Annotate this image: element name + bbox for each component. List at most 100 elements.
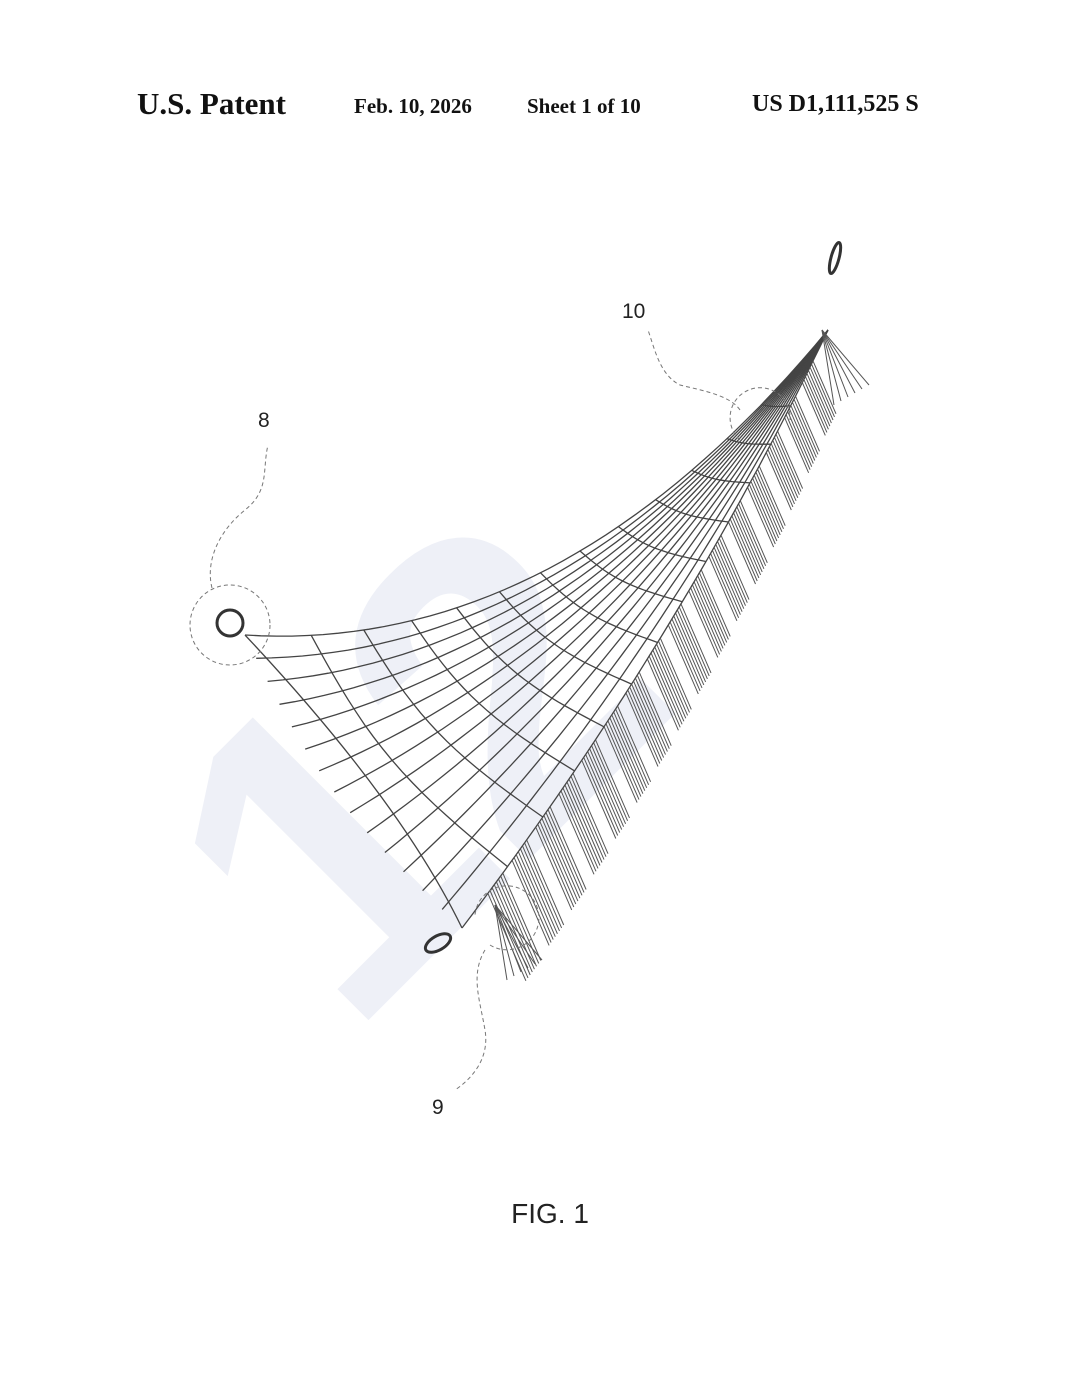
fringe-strand bbox=[678, 606, 710, 677]
net-strand bbox=[498, 591, 632, 685]
fringe-strand bbox=[498, 878, 537, 967]
hammock-fringe bbox=[487, 329, 870, 981]
fringe-strand bbox=[547, 809, 585, 893]
fringe-strand bbox=[549, 806, 587, 890]
fringe-strand bbox=[646, 658, 679, 731]
figure-caption: FIG. 1 bbox=[511, 1198, 589, 1229]
fringe-strand bbox=[738, 503, 767, 566]
net-strand bbox=[461, 329, 829, 929]
net-edge bbox=[244, 634, 463, 929]
fringe-strand bbox=[795, 395, 820, 452]
fringe-strand bbox=[755, 471, 783, 532]
fringe-strand bbox=[731, 515, 760, 579]
tassel-strand bbox=[494, 904, 529, 969]
fringe-strand bbox=[535, 826, 573, 911]
fringe-strand bbox=[648, 655, 681, 728]
fringe-strand bbox=[811, 363, 835, 418]
fringe-strand bbox=[513, 857, 552, 943]
fringe-strand bbox=[758, 465, 786, 526]
tassel-strand bbox=[494, 904, 508, 981]
fringe-strand bbox=[788, 408, 814, 464]
fringe-strand bbox=[659, 637, 692, 710]
fringe-strand bbox=[765, 452, 792, 511]
fringe-strand bbox=[545, 812, 583, 896]
fringe-strand bbox=[736, 506, 765, 569]
fringe-strand bbox=[654, 646, 687, 719]
fringe-strand bbox=[658, 640, 690, 713]
fringe-strand bbox=[803, 379, 828, 433]
tassel-strand bbox=[494, 904, 536, 965]
fringe-strand bbox=[790, 405, 816, 461]
ref-numeral-9: 9 bbox=[432, 1096, 444, 1119]
fringe-strand bbox=[502, 872, 542, 961]
fringe-strand bbox=[519, 848, 558, 934]
net-strand bbox=[726, 437, 771, 445]
fringe-strand bbox=[595, 739, 630, 819]
fringe-strand bbox=[515, 854, 554, 940]
fringe-strand bbox=[693, 581, 724, 649]
fringe-strand bbox=[785, 414, 811, 470]
ref-numeral-8: 8 bbox=[258, 409, 270, 432]
net-strand bbox=[441, 329, 829, 910]
tassel-strand bbox=[821, 329, 856, 394]
fringe-strand bbox=[633, 680, 666, 755]
fringe-strand bbox=[566, 781, 603, 863]
fringe-strand bbox=[638, 671, 672, 746]
fringe-strand bbox=[615, 708, 650, 785]
fringe-strand bbox=[680, 603, 712, 674]
fringe-strand bbox=[734, 509, 763, 573]
fringe-strand bbox=[715, 544, 745, 609]
fringe-strand bbox=[708, 556, 738, 621]
fringe-strand bbox=[652, 649, 685, 722]
fringe-strand bbox=[729, 518, 758, 582]
fringe-strand bbox=[537, 824, 575, 908]
net-strand bbox=[244, 329, 829, 637]
tassel-strand bbox=[494, 904, 515, 977]
fringe-strand bbox=[777, 430, 804, 489]
net-strand bbox=[366, 329, 829, 834]
hammock-net bbox=[244, 329, 829, 929]
fringe-strand bbox=[695, 578, 726, 646]
fringe-strand bbox=[526, 839, 565, 926]
fringe-strand bbox=[541, 818, 579, 902]
fringe-strand bbox=[564, 784, 601, 866]
fringe-strand bbox=[713, 547, 743, 612]
fringe-strand bbox=[589, 748, 625, 827]
fringe-strand bbox=[739, 500, 768, 563]
fringe-strand bbox=[793, 399, 819, 455]
net-strand bbox=[655, 499, 729, 523]
net-strand bbox=[403, 329, 829, 873]
fringe-strand bbox=[634, 677, 668, 752]
fringe-strand bbox=[673, 615, 705, 686]
fringe-strand bbox=[560, 790, 597, 872]
fringe-strand bbox=[607, 720, 642, 797]
fringe-strand bbox=[718, 538, 748, 603]
net-strand bbox=[579, 550, 683, 603]
fringe-strand bbox=[717, 541, 746, 606]
net-strand bbox=[334, 329, 829, 793]
fringe-strand bbox=[767, 449, 794, 508]
fringe-strand bbox=[747, 487, 775, 548]
net-strand bbox=[540, 572, 658, 644]
fringe-strand bbox=[609, 717, 644, 794]
fringe-strand bbox=[667, 624, 699, 695]
tassel-strand bbox=[821, 329, 863, 390]
fringe-strand bbox=[629, 686, 663, 761]
fringe-strand bbox=[539, 821, 577, 905]
net-strand bbox=[456, 607, 605, 728]
fringe-strand bbox=[593, 742, 629, 821]
net-strand bbox=[318, 329, 829, 772]
net-strand bbox=[291, 329, 829, 728]
fringe-strand bbox=[733, 512, 762, 576]
fringe-strand bbox=[753, 474, 781, 536]
fringe-strand bbox=[517, 851, 556, 937]
net-strand bbox=[422, 329, 829, 892]
fringe-strand bbox=[669, 621, 701, 692]
fringe-strand bbox=[697, 575, 728, 643]
fringe-strand bbox=[791, 402, 817, 458]
fringe-strand bbox=[806, 373, 831, 427]
net-strand bbox=[279, 329, 829, 705]
fringe-strand bbox=[625, 692, 659, 767]
fringe-strand bbox=[585, 754, 621, 833]
ring-icon bbox=[215, 608, 245, 638]
